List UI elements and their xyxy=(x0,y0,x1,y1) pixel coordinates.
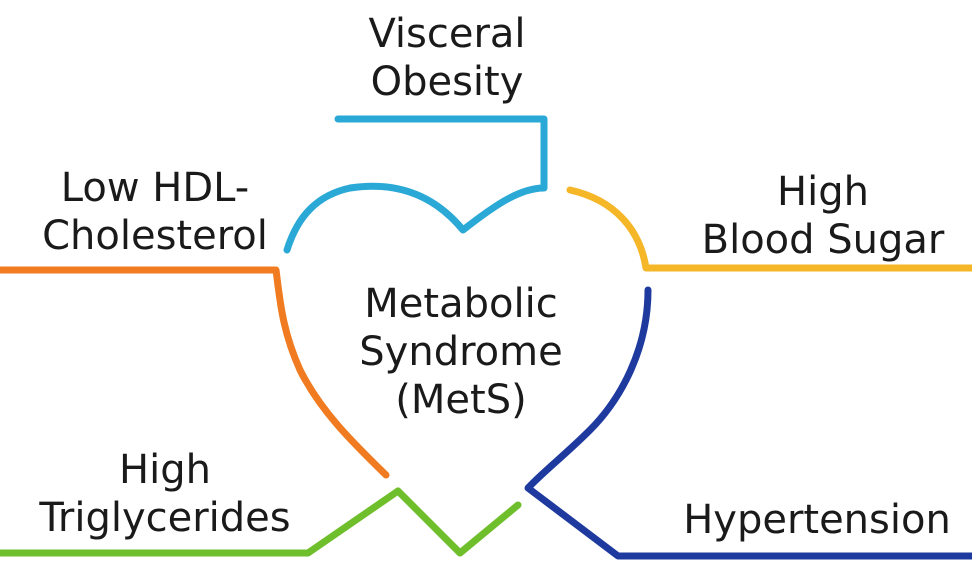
label-hypertension: Hypertension xyxy=(683,497,951,543)
label-visceral-obesity: Visceral Obesity xyxy=(368,11,526,105)
high-triglycerides-line xyxy=(0,487,522,557)
label-high-blood-sugar: High Blood Sugar xyxy=(701,169,945,263)
high-blood-sugar-line xyxy=(566,186,972,272)
label-center-metabolic-syndrome: Metabolic Syndrome (MetS) xyxy=(359,281,563,423)
hypertension-line xyxy=(524,286,972,560)
label-high-triglycerides: High Triglycerides xyxy=(39,447,291,541)
visceral-obesity-line xyxy=(283,115,548,254)
label-low-hdl-cholesterol: Low HDL- Cholesterol xyxy=(42,165,268,259)
low-hdl-line xyxy=(0,266,390,479)
